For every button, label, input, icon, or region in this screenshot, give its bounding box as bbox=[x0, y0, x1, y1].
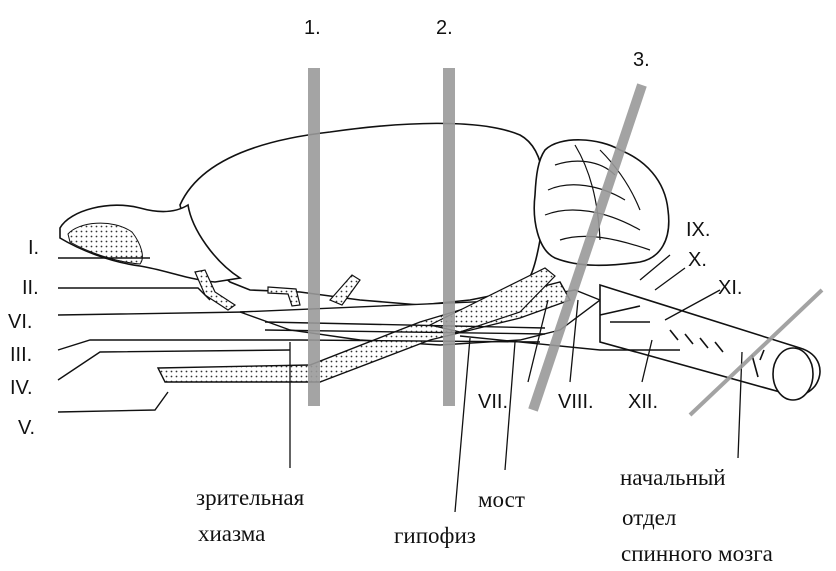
nerve-label-VIII: VIII. bbox=[558, 392, 594, 412]
nerve-label-VII: VII. bbox=[478, 392, 508, 412]
section-cut-2 bbox=[443, 68, 455, 406]
label-chiasm-line2: хиазма bbox=[198, 522, 265, 545]
spinal-cord-end bbox=[773, 348, 813, 400]
pituitary-hook bbox=[268, 287, 300, 306]
nerve-label-XII: XII. bbox=[628, 392, 658, 412]
nerve-label-V: V. bbox=[18, 418, 35, 438]
nerve-label-X: X. bbox=[688, 250, 707, 270]
nerve-label-IV: IV. bbox=[10, 378, 33, 398]
cut-number-1: 1. bbox=[304, 18, 321, 38]
nerve-label-III: III. bbox=[10, 345, 32, 365]
label-spinal-line2: отдел bbox=[622, 506, 676, 529]
section-cut-1 bbox=[308, 68, 320, 406]
cut-number-3: 3. bbox=[633, 50, 650, 70]
label-spinal-line3: спинного мозга bbox=[621, 542, 773, 565]
nerve-label-XI: XI. bbox=[718, 278, 742, 298]
nerve-label-I: I. bbox=[28, 238, 39, 258]
nerve-label-VI: VI. bbox=[8, 312, 32, 332]
label-spinal-line1: начальный bbox=[620, 466, 726, 489]
nerve-label-IX: IX. bbox=[686, 220, 710, 240]
label-pons: мост bbox=[478, 488, 525, 511]
cut-number-2: 2. bbox=[436, 18, 453, 38]
label-pituitary: гипофиз bbox=[394, 524, 476, 547]
label-chiasm-line1: зрительная bbox=[196, 486, 304, 509]
nerve-label-II: II. bbox=[22, 278, 39, 298]
